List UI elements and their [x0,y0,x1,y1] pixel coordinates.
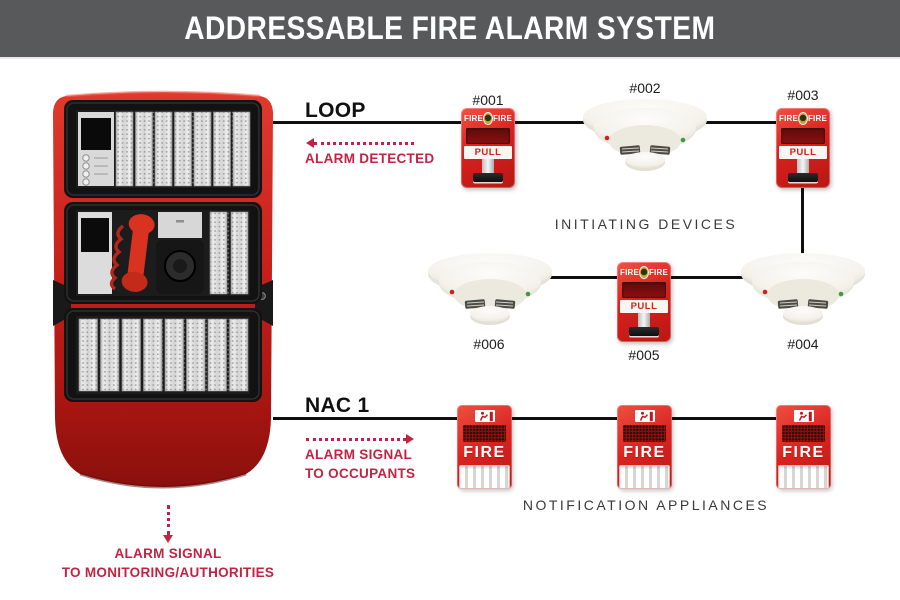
smoke-detector-graphic [583,99,707,171]
strobe-lens [459,465,510,489]
pull-station-window [466,128,510,144]
fire-text: FIRE [492,114,512,123]
fire-text: FIRE [620,268,640,277]
device-id-002: #002 [629,80,661,96]
alarm-signal-note-line1: ALARM SIGNAL [305,447,413,462]
alarm-signal-note-line2: TO OCCUPANTS [305,466,416,481]
fire-text: FIRE [648,268,668,277]
running-man-icon [793,410,814,422]
smoke-detector-graphic [428,253,552,325]
smoke-detector-004 [740,250,866,339]
device-id-001: #001 [472,92,504,108]
pull-label: PULL [789,147,817,158]
fire-emblem-icon [483,112,493,125]
pull-station-003: FIRE FIRE PULL [776,108,830,188]
arrow-left-icon [306,138,314,148]
pull-handle [617,313,671,341]
pull-handle [776,159,830,187]
fire-text: FIRE [464,114,484,123]
fire-label: FIRE [782,444,825,461]
speaker-grille [782,425,825,442]
running-man-icon [474,410,495,422]
pull-handle [461,159,515,187]
loop-circuit-label: LOOP [305,99,366,122]
smoke-detector-002 [582,96,708,185]
notification-appliances-label: NOTIFICATION APPLIANCES [522,497,770,513]
running-man-icon [634,410,655,422]
strobe-lens [778,465,829,489]
device-id-005: #005 [628,347,660,363]
device-id-004: #004 [787,336,819,352]
horn-strobe-1: FIRE [457,405,512,489]
alarm-detected-arrow [306,138,414,148]
device-id-006: #006 [473,336,505,352]
fire-label: FIRE [463,444,506,461]
control-panel-graphic [53,90,273,489]
loop-wire-row1 [273,121,803,124]
horn-strobe-2: FIRE [617,405,672,489]
initiating-devices-label: INITIATING DEVICES [554,216,738,232]
smoke-detector-graphic [741,253,865,325]
pull-station-window [622,282,666,298]
fire-emblem-icon [639,266,649,279]
alarm-signal-arrow [306,434,414,444]
speaker-grille [463,425,506,442]
pull-station-005: FIRE FIRE PULL [617,262,671,342]
loop-wire-drop [801,186,804,270]
fire-alarm-control-panel [50,88,276,513]
device-id-003: #003 [787,87,819,103]
speaker-grille [623,425,666,442]
strobe-lens [619,465,670,489]
title-banner: ADDRESSABLE FIRE ALARM SYSTEM [0,0,900,59]
arrow-right-icon [406,434,414,444]
fire-text: FIRE [807,114,827,123]
fire-label: FIRE [623,444,666,461]
pull-label: PULL [630,301,658,312]
monitoring-arrow [163,505,173,543]
fire-emblem-icon [798,112,808,125]
monitoring-note-line1: ALARM SIGNAL [114,546,222,561]
page-title: ADDRESSABLE FIRE ALARM SYSTEM [184,10,716,46]
alarm-detected-note: ALARM DETECTED [305,151,435,166]
pull-station-001: FIRE FIRE PULL [461,108,515,188]
monitoring-note-line2: TO MONITORING/AUTHORITIES [61,565,275,580]
nac-wire [273,417,803,420]
smoke-detector-006 [427,250,553,339]
pull-label: PULL [474,147,502,158]
nac-circuit-label: NAC 1 [305,394,370,417]
arrow-down-icon [163,535,173,543]
pull-station-window [781,128,825,144]
fire-text: FIRE [779,114,799,123]
horn-strobe-3: FIRE [776,405,831,489]
